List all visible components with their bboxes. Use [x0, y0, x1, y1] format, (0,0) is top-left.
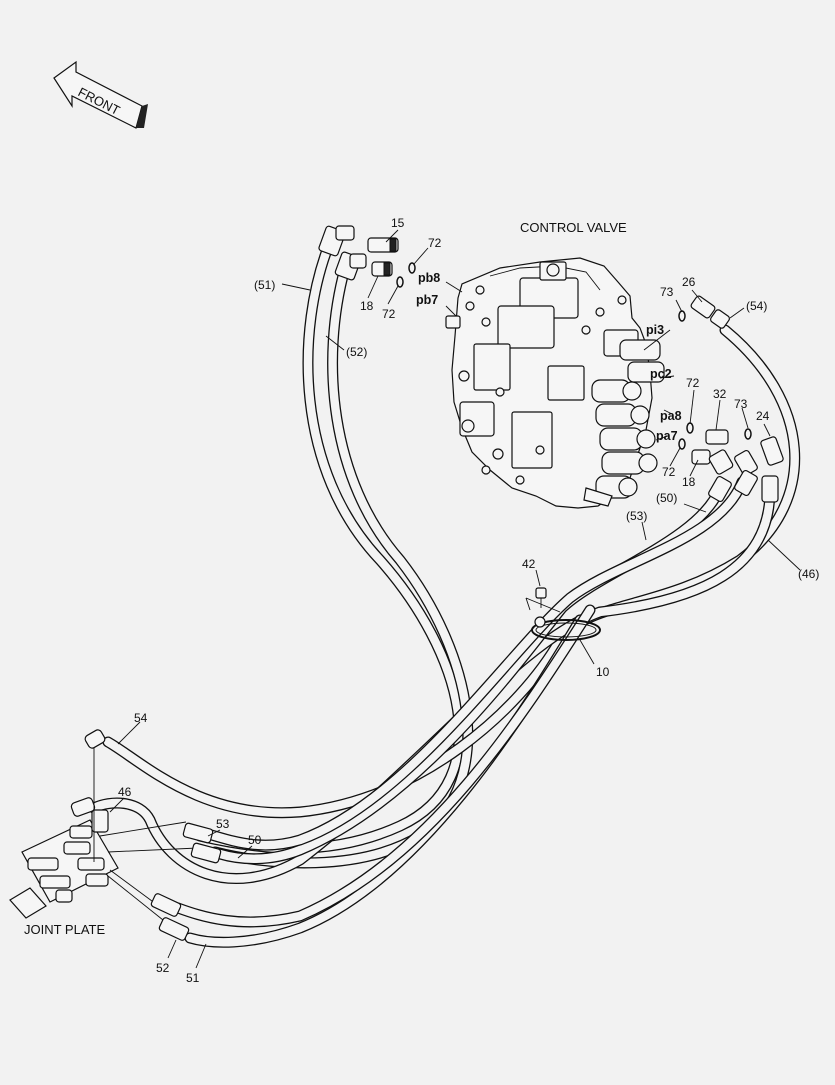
lower-hose-ends — [150, 822, 222, 941]
callout-51: 51 — [186, 971, 200, 985]
callout-50-ref: (50) — [656, 491, 677, 505]
port-pa8: pa8 — [660, 409, 682, 423]
callout-15: 15 — [391, 216, 405, 230]
front-arrow: FRONT — [53, 60, 148, 129]
control-valve-title: CONTROL VALVE — [520, 220, 627, 235]
hose-53 — [202, 476, 748, 851]
port-pc2: pc2 — [650, 367, 672, 381]
callout-32: 32 — [713, 387, 727, 401]
callout-72-d: 72 — [662, 465, 676, 479]
port-pi3: pi3 — [646, 323, 664, 337]
callout-72-c: 72 — [686, 376, 700, 390]
callout-54-ref: (54) — [746, 299, 767, 313]
callout-50: 50 — [248, 833, 262, 847]
port-pb8: pb8 — [418, 271, 440, 285]
control-valve — [445, 257, 665, 509]
hose-52 — [209, 262, 474, 869]
callout-73-a: 73 — [660, 285, 674, 299]
callout-26: 26 — [682, 275, 696, 289]
callout-53-ref: (53) — [626, 509, 647, 523]
callout-53: 53 — [216, 817, 230, 831]
callout-42: 42 — [522, 557, 536, 571]
callout-52: 52 — [156, 961, 170, 975]
callout-24: 24 — [756, 409, 770, 423]
callout-46: 46 — [118, 785, 132, 799]
hoses — [88, 236, 801, 948]
labels: CONTROL VALVE JOINT PLATE 15 72 pb8 pb7 … — [24, 216, 819, 985]
callout-51-ref: (51) — [254, 278, 275, 292]
hose-50 — [214, 482, 726, 865]
hose-clamp — [531, 616, 601, 641]
callout-72-a: 72 — [428, 236, 442, 250]
joint-plate-assembly — [9, 729, 199, 925]
callout-54: 54 — [134, 711, 148, 725]
upper-left-fittings — [318, 225, 416, 288]
port-pb7: pb7 — [416, 293, 438, 307]
bolt-42 — [535, 587, 547, 608]
right-fittings — [678, 295, 784, 503]
callout-10: 10 — [596, 665, 610, 679]
callout-18-b: 18 — [682, 475, 696, 489]
callout-73-b: 73 — [734, 397, 748, 411]
callout-72-b: 72 — [382, 307, 396, 321]
callout-18-a: 18 — [360, 299, 374, 313]
port-pa7: pa7 — [656, 429, 678, 443]
leader-lines — [109, 229, 801, 969]
callout-46-ref: (46) — [798, 567, 819, 581]
callout-52-ref: (52) — [346, 345, 367, 359]
hose-52-lower — [172, 604, 596, 928]
joint-plate-title: JOINT PLATE — [24, 922, 105, 937]
